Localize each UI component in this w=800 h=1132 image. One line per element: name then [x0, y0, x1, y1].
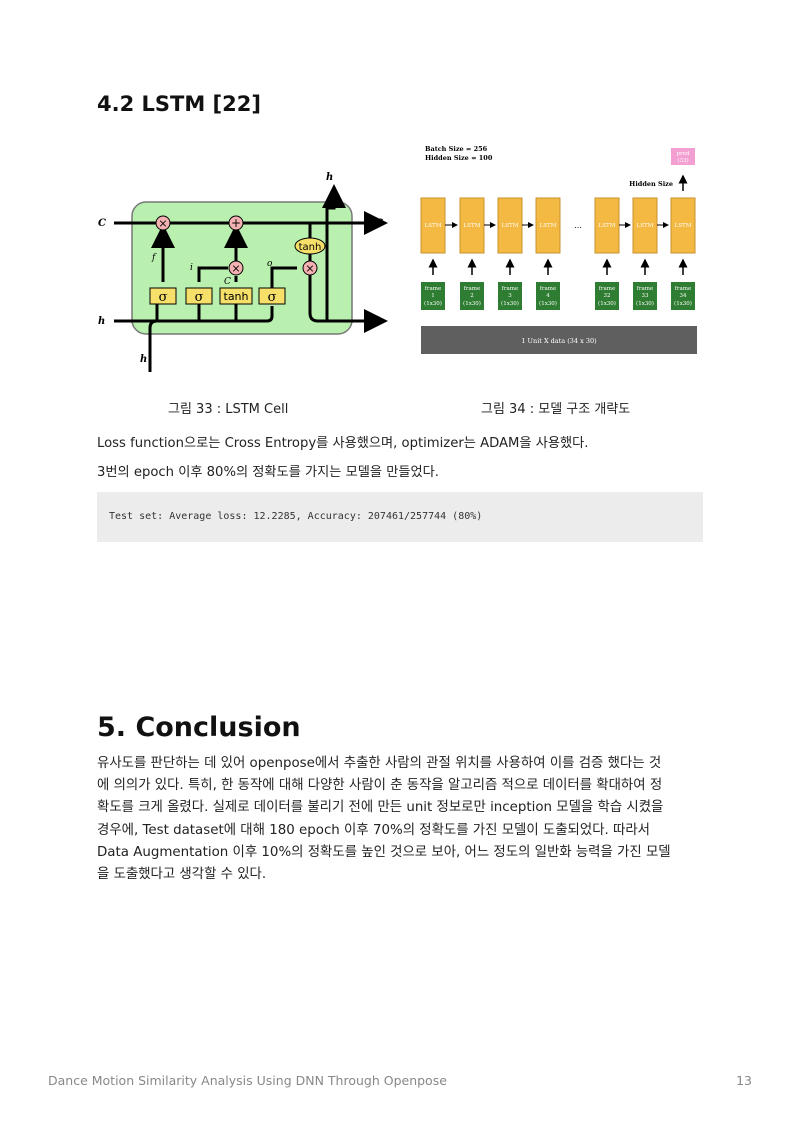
svg-text:LSTM: LSTM: [464, 223, 481, 229]
add-op: [228, 215, 244, 231]
svg-text:LSTM: LSTM: [637, 223, 654, 229]
lstm-box-4: [535, 197, 561, 254]
svg-text:frame: frame: [637, 286, 653, 292]
svg-text:...: ...: [574, 221, 582, 230]
svg-text:LSTM: LSTM: [599, 223, 616, 229]
svg-text:h: h: [140, 354, 147, 365]
svg-text:tanh: tanh: [224, 290, 249, 303]
svg-text:(1x30): (1x30): [539, 300, 557, 307]
lstm-cell-figure: σ σ tanh σ × + × × tanh C C h h h h f i …: [98, 172, 388, 372]
svg-text:(1x30): (1x30): [463, 300, 481, 307]
lstm-box-34: [670, 197, 696, 254]
svg-text:+: +: [231, 216, 241, 230]
conclusion-line: 에 의의가 있다. 특히, 한 동작에 대해 다양한 사람이 춘 동작을 알고리…: [97, 778, 663, 794]
svg-text:LSTM: LSTM: [502, 223, 519, 229]
svg-text:h: h: [98, 316, 105, 327]
svg-text:34: 34: [680, 293, 687, 299]
svg-text:i: i: [190, 263, 193, 273]
svg-text:frame: frame: [464, 286, 480, 292]
lstm-box-3: [497, 197, 523, 254]
svg-text:Batch Size = 256: Batch Size = 256: [425, 145, 488, 153]
conclusion-line: Data Augmentation 이후 10%의 정확도를 높인 것으로 보아…: [97, 844, 671, 860]
sigma-gate-1: [149, 287, 177, 305]
svg-text:1 Unit X data (34 x 30): 1 Unit X data (34 x 30): [521, 337, 597, 345]
svg-text:2: 2: [470, 293, 474, 299]
conclusion-line: 확도를 크게 올렸다. 실제로 데이터를 불리기 전에 만든 unit 정보로만…: [97, 800, 664, 816]
lstm-row: LSTM LSTM LSTM LSTM LSTM LSTM LSTM ...: [420, 197, 696, 254]
svg-text:frame: frame: [540, 286, 556, 292]
tanh-gate: [219, 287, 253, 305]
mul-op-2: [228, 260, 244, 276]
svg-text:f: f: [151, 253, 157, 263]
svg-text:σ: σ: [159, 290, 168, 305]
svg-text:1: 1: [431, 293, 435, 299]
conclusion-line: 유사도를 판단하는 데 있어 openpose에서 추출한 사람의 관절 위치를…: [97, 756, 662, 771]
tanh-op: [294, 237, 326, 255]
frame-box-1: [421, 282, 445, 310]
svg-text:frame: frame: [675, 286, 691, 292]
paragraph-2: 3번의 epoch 이후 80%의 정확도를 가지는 모델을 만들었다.: [97, 465, 439, 480]
conclusion-paragraph: 유사도를 판단하는 데 있어 openpose에서 추출한 사람의 관절 위치를…: [97, 753, 707, 886]
svg-text:4: 4: [546, 293, 550, 299]
input-arrows: [428, 258, 688, 275]
svg-text:(1x30): (1x30): [674, 300, 692, 307]
svg-text:Hidden Size = 100: Hidden Size = 100: [425, 154, 493, 162]
svg-text:frame: frame: [502, 286, 518, 292]
svg-text:33: 33: [642, 293, 649, 299]
svg-text:o: o: [267, 259, 273, 269]
svg-text:h: h: [326, 172, 333, 183]
lstm-box-32: [594, 197, 620, 254]
conclusion-heading: 5. Conclusion: [97, 712, 301, 743]
svg-text:h: h: [375, 316, 382, 327]
paragraph-1: Loss function으로는 Cross Entropy를 사용했으며, o…: [97, 436, 589, 451]
svg-text:(33): (33): [677, 157, 688, 164]
svg-text:C: C: [375, 218, 383, 229]
frame-box-33: [633, 282, 657, 310]
code-block: Test set: Average loss: 12.2285, Accurac…: [97, 492, 703, 542]
svg-text:3: 3: [508, 293, 512, 299]
svg-text:(1x30): (1x30): [424, 300, 442, 307]
code-output: Test set: Average loss: 12.2285, Accurac…: [109, 511, 483, 522]
pred-box: [671, 148, 695, 165]
svg-text:C: C: [98, 218, 106, 229]
svg-text:σ: σ: [195, 290, 204, 305]
svg-text:(1x30): (1x30): [636, 300, 654, 307]
model-structure-figure: Batch Size = 256 Hidden Size = 100 pred …: [420, 145, 697, 354]
svg-text:32: 32: [604, 293, 611, 299]
page-number: 13: [736, 1073, 752, 1088]
svg-text:tanh: tanh: [299, 242, 322, 253]
svg-text:pred: pred: [677, 151, 690, 157]
lstm-box-1: [420, 197, 446, 254]
frame-box-3: [498, 282, 522, 310]
conclusion-line: 경우에, Test dataset에 대해 180 epoch 이후 70%의 …: [97, 822, 650, 838]
svg-text:LSTM: LSTM: [675, 223, 692, 229]
conclusion-line: 을 도출했다고 생각할 수 있다.: [97, 867, 267, 883]
data-bar: [421, 326, 697, 354]
svg-text:(1x30): (1x30): [501, 300, 519, 307]
frame-box-32: [595, 282, 619, 310]
svg-text:Hidden Size: Hidden Size: [629, 180, 673, 188]
frame-row: frame 1 (1x30) frame 2 (1x30) frame 3 (1…: [421, 282, 695, 310]
section-heading: 4.2 LSTM [22]: [97, 92, 261, 116]
sigma-gate-2: [185, 287, 213, 305]
svg-text:×: ×: [231, 262, 240, 275]
svg-text:LSTM: LSTM: [540, 223, 557, 229]
figure-33-caption: 그림 33 : LSTM Cell: [168, 402, 289, 417]
svg-text:C: C: [224, 277, 231, 287]
svg-text:σ: σ: [268, 290, 277, 305]
svg-text:×: ×: [305, 262, 314, 275]
svg-text:frame: frame: [425, 286, 441, 292]
frame-box-2: [460, 282, 484, 310]
svg-text:(1x30): (1x30): [598, 300, 616, 307]
footer-title: Dance Motion Similarity Analysis Using D…: [48, 1073, 447, 1088]
sigma-gate-3: [258, 287, 286, 305]
figure-34-caption: 그림 34 : 모델 구조 개략도: [481, 402, 631, 417]
frame-box-4: [536, 282, 560, 310]
svg-text:LSTM: LSTM: [425, 223, 442, 229]
mul-op-1: [155, 215, 171, 231]
svg-text:×: ×: [158, 217, 167, 230]
mul-op-3: [302, 260, 318, 276]
svg-text:frame: frame: [599, 286, 615, 292]
frame-box-34: [671, 282, 695, 310]
